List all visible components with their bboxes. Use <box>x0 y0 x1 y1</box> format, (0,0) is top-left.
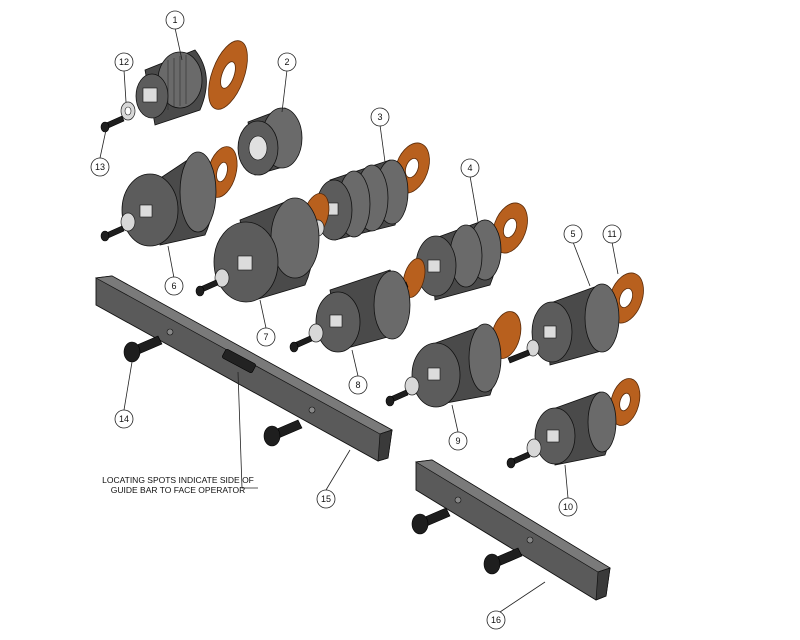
balloon-4: 4 <box>460 158 480 178</box>
part-1-knurled-roller <box>135 40 248 126</box>
part-16-guide-bar <box>411 459 611 601</box>
part-4-grooved-roller <box>387 202 528 301</box>
balloon-5: 5 <box>563 224 583 244</box>
balloon-14-label: 14 <box>119 414 129 424</box>
balloon-5-label: 5 <box>570 229 575 239</box>
balloon-16: 16 <box>486 610 506 630</box>
balloon-11-label: 11 <box>607 229 616 239</box>
balloon-8-label: 8 <box>355 380 360 390</box>
note-line-1: LOCATING SPOTS INDICATE SIDE OF <box>102 475 254 485</box>
balloon-6-label: 6 <box>171 281 176 291</box>
part-7-large-roller <box>195 193 330 303</box>
balloon-12-label: 12 <box>119 57 129 67</box>
part-2-bushing <box>237 107 303 176</box>
part-15-guide-bar <box>94 275 393 462</box>
part-5-cylinder <box>531 272 644 366</box>
part-9-roller <box>385 311 540 408</box>
balloon-13-label: 13 <box>95 162 105 172</box>
balloon-13: 13 <box>90 157 110 177</box>
balloon-7-label: 7 <box>263 332 268 342</box>
balloon-2: 2 <box>277 52 297 72</box>
part-6-flanged-roller <box>100 146 238 247</box>
part-10-roller <box>506 378 641 469</box>
balloon-1-label: 1 <box>172 15 177 25</box>
part-8-cylinder <box>289 269 411 353</box>
balloon-10: 10 <box>558 497 578 517</box>
balloon-11: 11 <box>602 224 622 244</box>
balloon-15: 15 <box>316 489 336 509</box>
balloon-15-label: 15 <box>321 494 331 504</box>
balloon-3: 3 <box>370 107 390 127</box>
note-line-2: GUIDE BAR TO FACE OPERATOR <box>111 485 245 495</box>
balloon-10-label: 10 <box>563 502 573 512</box>
part-13-bolt <box>100 115 125 133</box>
balloon-8: 8 <box>348 375 368 395</box>
leader-lines <box>99 27 619 613</box>
part-3-grooved-roller <box>315 142 430 241</box>
balloon-7: 7 <box>256 327 276 347</box>
balloon-16-label: 16 <box>491 615 501 625</box>
balloon-3-label: 3 <box>377 112 382 122</box>
balloon-12: 12 <box>114 52 134 72</box>
balloon-4-label: 4 <box>467 163 472 173</box>
part-12-small-washer <box>120 101 136 121</box>
guide-bar-note: LOCATING SPOTS INDICATE SIDE OF GUIDE BA… <box>102 475 254 495</box>
balloon-6: 6 <box>164 276 184 296</box>
balloon-1: 1 <box>165 10 185 30</box>
balloon-9: 9 <box>448 431 468 451</box>
balloon-2-label: 2 <box>284 57 289 67</box>
balloon-9-label: 9 <box>455 436 460 446</box>
balloon-14: 14 <box>114 409 134 429</box>
